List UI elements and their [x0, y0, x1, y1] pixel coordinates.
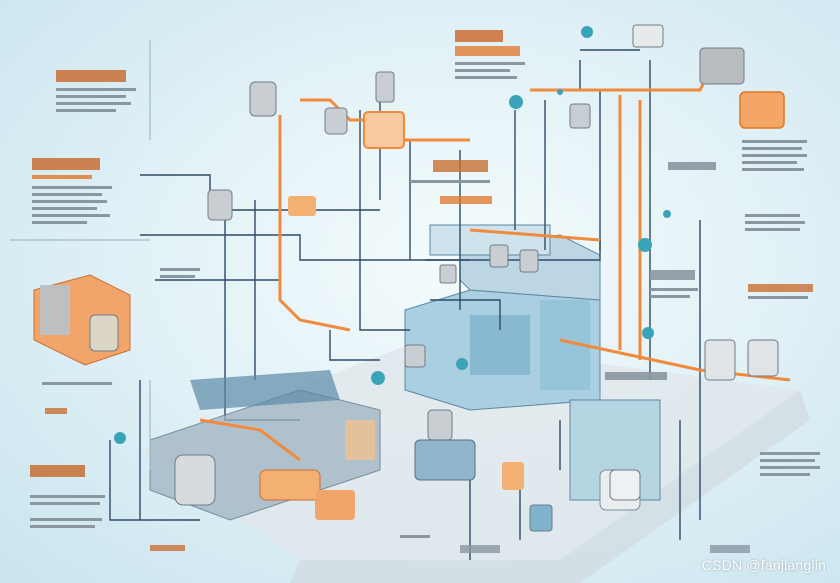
lower-left-machinery	[149, 370, 476, 521]
text-block-glyphs	[30, 30, 820, 553]
device-boxes	[89, 24, 779, 532]
watermark: CSDN @fanjianglin	[701, 557, 826, 573]
left-frame-lines	[10, 40, 151, 470]
teal-nodes	[114, 26, 671, 444]
